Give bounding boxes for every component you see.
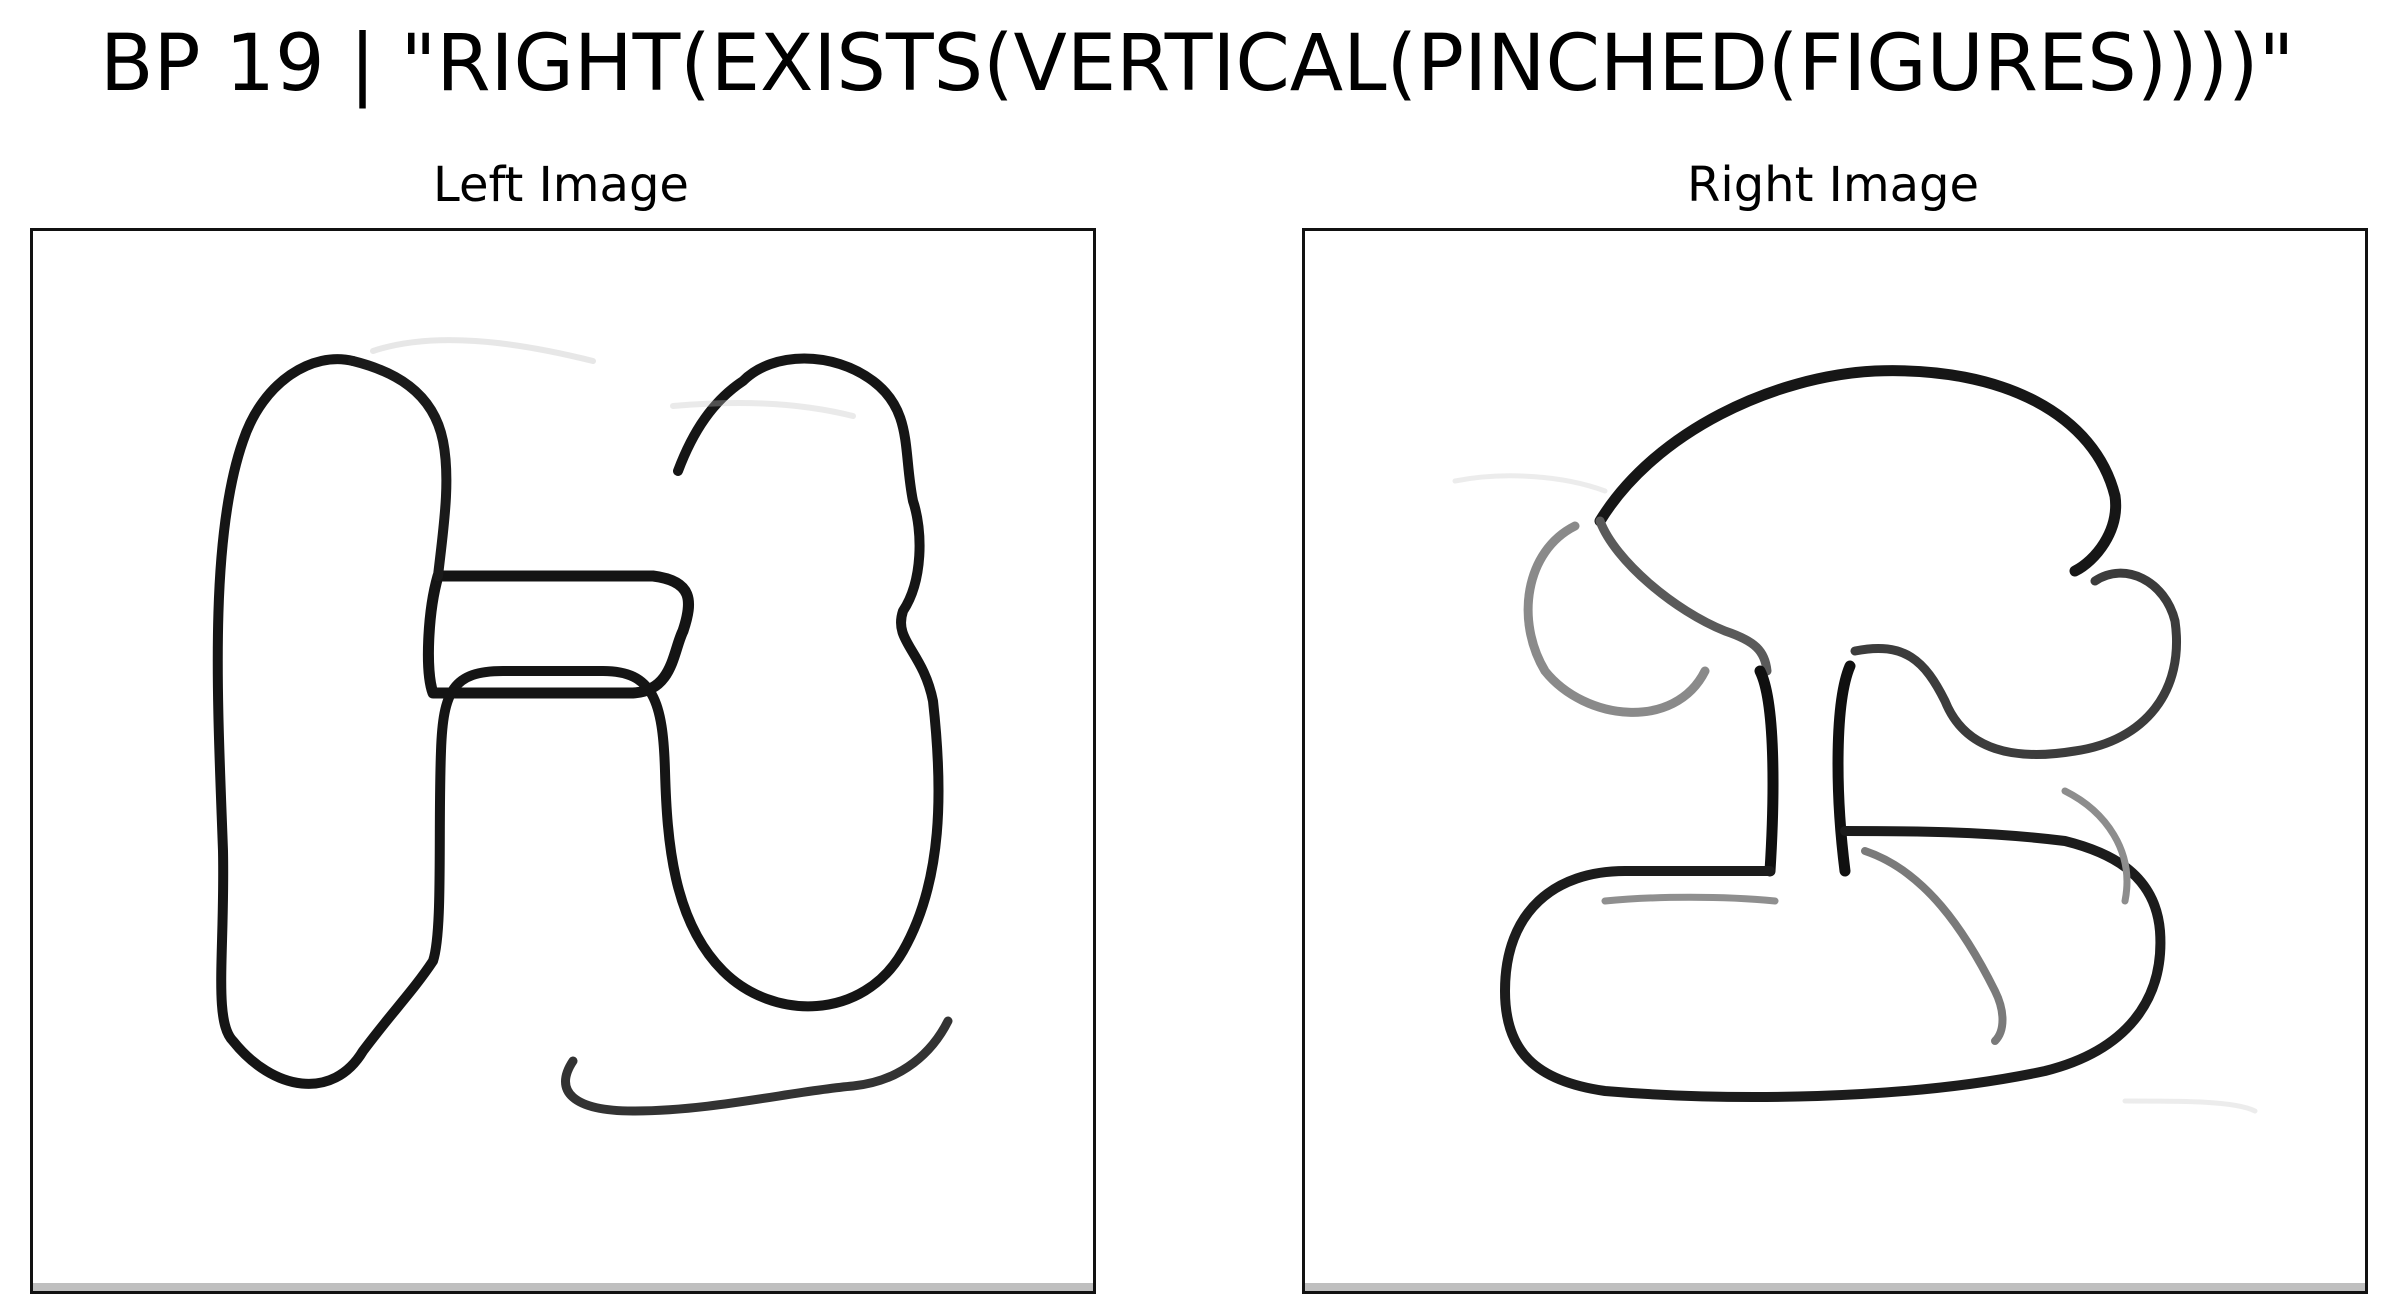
- right-base-arc-right: [2061, 787, 2131, 905]
- left-upper-connector: [348, 356, 452, 581]
- left-bottom-stroke: [561, 1016, 953, 1116]
- right-stem-left: [1754, 665, 1779, 877]
- left-image-panel: [30, 228, 1096, 1294]
- figure-title: BP 19 | "RIGHT(EXISTS(VERTICAL(PINCHED(F…: [100, 19, 2295, 109]
- right-stem-right: [1832, 660, 1856, 877]
- right-cap-arc: [1594, 365, 2122, 577]
- right-base-inner-right: [1861, 847, 2007, 1045]
- left-crossbar: [422, 570, 694, 699]
- left-drawing: [212, 337, 953, 1116]
- right-cap-right-inner: [1850, 568, 2181, 759]
- right-panel-title: Right Image: [1687, 157, 1979, 213]
- right-cap-left-lobe: [1523, 521, 1710, 717]
- left-panel-bottom-band: [33, 1283, 1093, 1291]
- right-panel-bottom-band: [1305, 1283, 2365, 1291]
- right-image-panel: [1302, 228, 2368, 1294]
- right-base-loop: [1500, 826, 2166, 1102]
- right-base-inner-left: [1601, 893, 1779, 905]
- left-panel-title: Left Image: [433, 157, 689, 213]
- right-drawing: [1452, 365, 2258, 1114]
- right-cap-left-inner: [1595, 516, 1772, 676]
- left-tall-loop: [212, 353, 944, 1089]
